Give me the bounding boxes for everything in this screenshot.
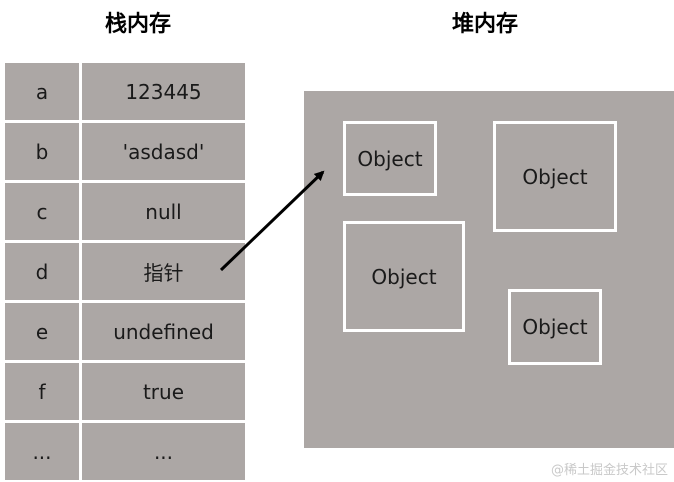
heap-object-3: Object	[343, 221, 465, 332]
stack-value: true	[82, 363, 245, 420]
stack-key: b	[5, 123, 79, 180]
stack-row-a: a 123445	[5, 63, 245, 120]
stack-value: 'asdasd'	[82, 123, 245, 180]
stack-row-d: d 指针	[5, 243, 245, 300]
stack-key: f	[5, 363, 79, 420]
stack-value: ...	[82, 423, 245, 480]
stack-memory-table: a 123445 b 'asdasd' c null d 指针 e undefi…	[5, 63, 245, 480]
stack-row-more: ... ...	[5, 423, 245, 480]
stack-row-b: b 'asdasd'	[5, 123, 245, 180]
stack-key: c	[5, 183, 79, 240]
stack-key: e	[5, 303, 79, 360]
stack-value: 123445	[82, 63, 245, 120]
heap-memory-title: 堆内存	[451, 12, 518, 37]
stack-key: d	[5, 243, 79, 300]
stack-value: undefined	[82, 303, 245, 360]
stack-value-pointer: 指针	[82, 243, 245, 300]
stack-memory-title: 栈内存	[104, 12, 171, 37]
heap-object-2: Object	[493, 121, 617, 232]
heap-object-4: Object	[508, 289, 602, 365]
watermark: @稀土掘金技术社区	[550, 463, 668, 478]
stack-value: null	[82, 183, 245, 240]
stack-row-c: c null	[5, 183, 245, 240]
stack-key: ...	[5, 423, 79, 480]
stack-key: a	[5, 63, 79, 120]
heap-object-1: Object	[343, 121, 437, 196]
stack-row-e: e undefined	[5, 303, 245, 360]
stack-row-f: f true	[5, 363, 245, 420]
heap-memory-area: Object Object Object Object	[304, 91, 674, 448]
